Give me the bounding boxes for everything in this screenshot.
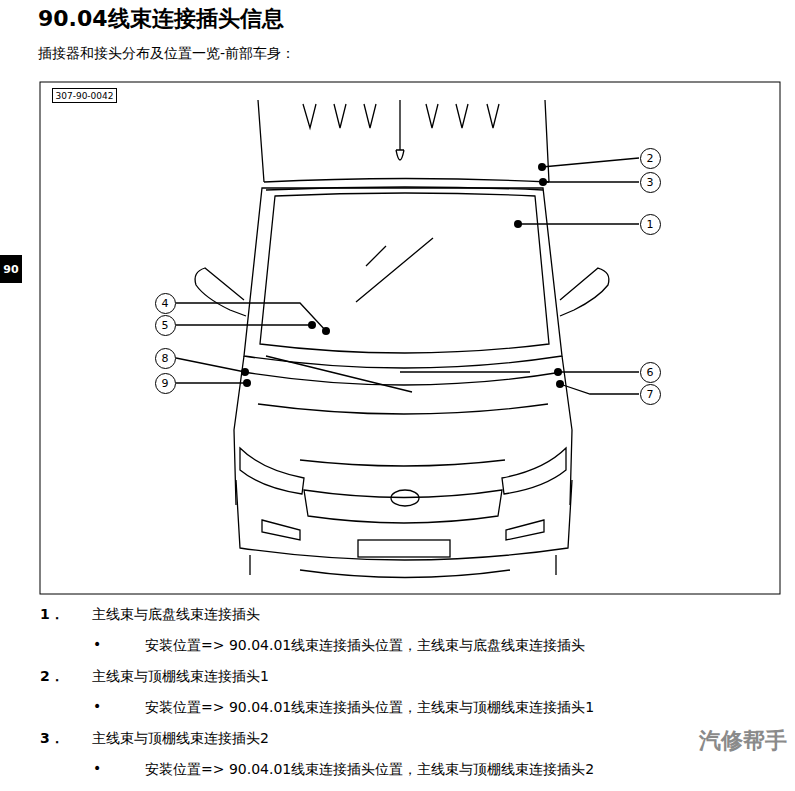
callout-number: 7 xyxy=(647,388,654,401)
item-heading: 主线束与底盘线束连接插头 xyxy=(92,606,260,624)
callout-circle: 6 xyxy=(640,362,661,383)
callout-circle: 9 xyxy=(155,373,176,394)
callout-circle: 3 xyxy=(640,172,661,193)
callout-number: 1 xyxy=(647,218,654,231)
bullet: • xyxy=(93,760,101,776)
box-text: 90 xyxy=(3,263,18,276)
callout-circle: 1 xyxy=(640,214,661,235)
bullet: • xyxy=(93,636,101,652)
callout-number: 5 xyxy=(162,319,169,332)
item-text: 安装位置=> 90.04.01线束连接插头位置，主线束与顶棚线束连接插头1 xyxy=(145,699,594,717)
callout-circle: 2 xyxy=(640,148,661,169)
item-number: 3． xyxy=(40,730,64,748)
bullet: • xyxy=(93,698,101,714)
callout-number: 4 xyxy=(162,297,169,310)
callout-number: 3 xyxy=(647,176,654,189)
figure-id-box: 307-90-0042 xyxy=(52,88,117,103)
callout-circle: 5 xyxy=(155,315,176,336)
callout-number: 9 xyxy=(162,377,169,390)
page-title: 90.04线束连接插头信息 xyxy=(38,4,284,34)
item-heading: 主线束与顶棚线束连接插头1 xyxy=(92,668,269,686)
section-tab: 90 xyxy=(0,255,22,283)
box-text: 307-90-0042 xyxy=(55,91,113,101)
item-text: 安装位置=> 90.04.01线束连接插头位置，主线束与底盘线束连接插头 xyxy=(145,637,585,655)
callout-number: 2 xyxy=(647,152,654,165)
item-text: 安装位置=> 90.04.01线束连接插头位置，主线束与顶棚线束连接插头2 xyxy=(145,761,594,779)
item-number: 2． xyxy=(40,668,64,686)
callout-circle: 4 xyxy=(155,293,176,314)
callout-number: 6 xyxy=(647,366,654,379)
callout-circle: 8 xyxy=(155,348,176,369)
watermark: 汽修帮手 xyxy=(699,726,787,756)
item-heading: 主线束与顶棚线束连接插头2 xyxy=(92,730,269,748)
callout-circle: 7 xyxy=(640,384,661,405)
subtitle: 插接器和接头分布及位置一览-前部车身： xyxy=(38,45,295,63)
item-number: 1． xyxy=(40,606,64,624)
callout-number: 8 xyxy=(162,352,169,365)
